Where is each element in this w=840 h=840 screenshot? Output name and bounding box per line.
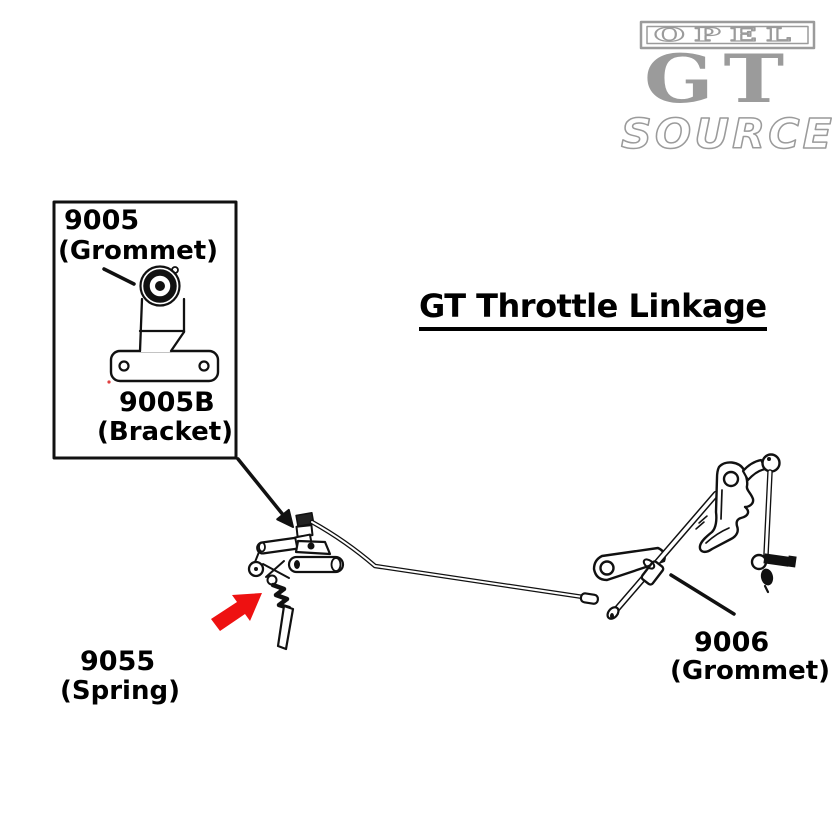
grommet-leader-line (102, 267, 136, 286)
bellcrank-assembly (247, 511, 345, 579)
leader-line-9006 (669, 573, 736, 616)
grommet-drawing (139, 265, 181, 307)
logo-model-text: GT (644, 40, 794, 118)
part-label-9006: 9006 (694, 627, 770, 658)
ball-stud-rod (741, 453, 797, 594)
part-label-9005: 9005 (64, 205, 140, 236)
logo-suffix-text: SOURCE (621, 110, 835, 158)
opel-logo: OPEL GT SOURCE (620, 20, 835, 159)
logo-brand-text: OPEL (654, 24, 800, 46)
part-name-bracket: (Bracket) (97, 417, 234, 447)
opel-badge: OPEL (639, 20, 816, 50)
part-name-grommet: (Grommet) (58, 236, 219, 266)
part-name-grommet-9006: (Grommet) (670, 656, 831, 686)
return-spring-drawing (266, 574, 295, 651)
grommet-9006-drawing (640, 558, 665, 586)
part-name-spring: (Spring) (60, 676, 180, 706)
pedal-rod (606, 490, 720, 620)
callout-arrow-icon (236, 457, 294, 528)
red-dot-artifact (107, 380, 111, 384)
bracket-drawing (109, 297, 220, 383)
part-label-9055: 9055 (80, 646, 156, 677)
pedal-drawing (698, 461, 755, 554)
diagram-title: GT Throttle Linkage (419, 290, 767, 331)
throttle-rod (309, 519, 600, 605)
part-label-9005b: 9005B (119, 387, 215, 418)
red-arrow-icon (211, 593, 262, 631)
throttle-linkage-drawing (247, 453, 797, 651)
callout-box (52, 200, 238, 460)
